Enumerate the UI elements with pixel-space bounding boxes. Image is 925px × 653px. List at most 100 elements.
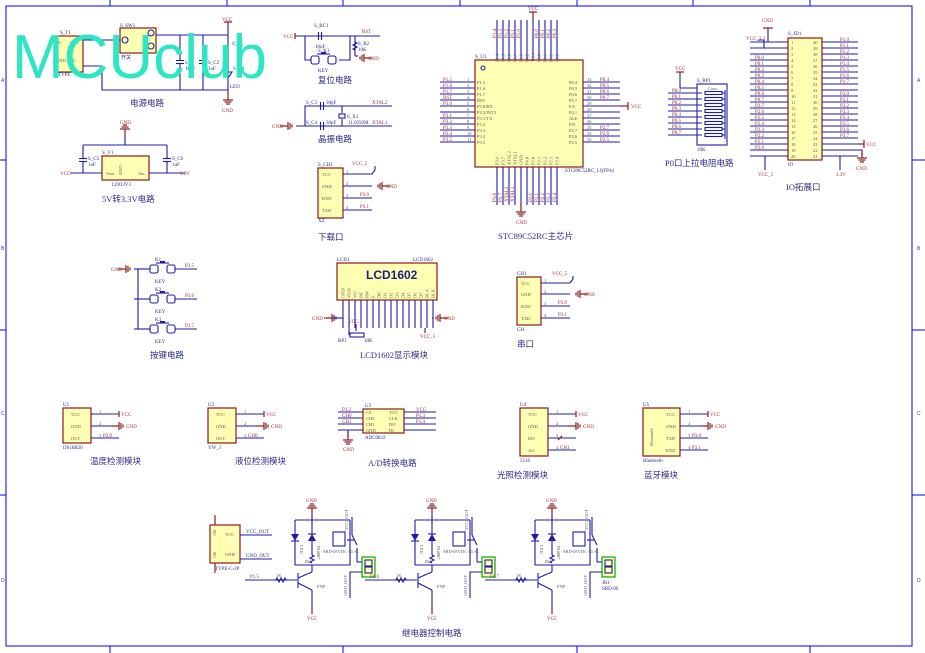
label: VCC: [427, 617, 438, 622]
component-label: 1N4007: [556, 545, 561, 560]
diode-icon: [308, 534, 316, 541]
pin-name: EN: [569, 122, 576, 127]
pin-number: 6: [467, 107, 470, 112]
label: KEY: [318, 69, 329, 74]
reset-key: [310, 55, 320, 65]
pin-name: GND: [528, 424, 538, 429]
net-label-gnd: GND: [222, 109, 233, 114]
pin-name: E: [371, 295, 376, 298]
zone-label: B: [917, 246, 921, 252]
section-title-io: IO拓展口: [786, 182, 820, 192]
net-label: P2.4: [553, 192, 558, 202]
pin-number: 3: [688, 433, 691, 438]
wire: [297, 571, 313, 579]
label: S_RP1: [697, 79, 711, 84]
label: LDO3V3: [112, 183, 131, 188]
pin-number: 18: [791, 142, 796, 147]
wire: [569, 276, 574, 284]
net-label-vcc: VCC: [283, 35, 294, 40]
pin-name: GND: [366, 428, 376, 433]
pin-name: RXD: [322, 196, 332, 201]
label: U3: [365, 404, 372, 409]
zone-label: C: [1, 411, 5, 417]
label: GND: [120, 121, 131, 126]
section-title-download: 下载口: [318, 232, 344, 242]
pin-name: VCC: [389, 410, 398, 415]
label: VCC: [675, 67, 686, 72]
pin-name: CH0: [366, 416, 375, 421]
label: LCD1: [337, 258, 350, 263]
net-label: P2.6: [755, 110, 765, 115]
label: S_C3: [306, 101, 318, 106]
adc0832-chip: [362, 408, 405, 434]
pin-name: P3.0/RX: [477, 104, 493, 109]
pin-number: 23: [587, 137, 592, 142]
pin-number: 28: [813, 112, 818, 117]
label: S_C6: [172, 157, 184, 162]
section-title-module: 温度检测模块: [90, 456, 142, 466]
pin-name: P2.7: [569, 128, 578, 133]
net-label-gnd: GND: [516, 221, 527, 226]
pin-number: 1: [791, 40, 793, 45]
wire: [339, 36, 351, 61]
label: GND: [343, 448, 354, 453]
wire: [304, 36, 311, 61]
section-title-module: 蓝牙模块: [644, 470, 679, 480]
pin-number: 34: [813, 76, 818, 81]
pin-number: 26: [813, 124, 818, 129]
pin-number: 20: [791, 154, 796, 159]
pin-name: TXD: [322, 208, 332, 213]
net-label: P3.2: [342, 408, 352, 413]
net-label: CH1: [342, 420, 352, 425]
label: KEY: [155, 310, 166, 315]
section-title-module: 光照检测模块: [497, 470, 549, 480]
pin-name: NC: [212, 552, 217, 558]
pin-name: P0.4: [569, 80, 578, 85]
section-title-adc: A/D转换电路: [368, 458, 417, 468]
pin-number: 2: [544, 289, 546, 294]
net-label-vcc: VCC: [121, 413, 132, 418]
label: S_D1: [233, 67, 245, 72]
pin-name: VCC: [216, 412, 225, 417]
pin-number: 38: [813, 52, 818, 57]
net-label: CH0: [248, 434, 258, 439]
label: VCC_5: [420, 335, 436, 340]
potentiometer: [349, 332, 365, 338]
label: S_C2: [208, 61, 220, 66]
net-label: P0.6: [672, 125, 682, 130]
net-label: P1.6: [840, 74, 850, 79]
led-icon: [411, 534, 419, 541]
pin-name: RST: [477, 98, 486, 103]
pin-number: 19: [791, 148, 796, 153]
section-title-pullup: P0口上拉电阻电路: [665, 158, 734, 168]
label: Com: [708, 86, 717, 91]
label: S_C4: [306, 121, 318, 126]
terminal-slot: [604, 559, 613, 567]
net-label: P3.0: [443, 102, 453, 107]
relay-part-label: SRD-05VDC-SL-C: [323, 549, 359, 554]
section-title-reset: 复位电路: [318, 75, 353, 85]
pin-number: 16: [791, 130, 796, 135]
label: K1: [155, 258, 162, 263]
pin-number: 9: [791, 88, 794, 93]
wire: [297, 582, 313, 591]
wire: [351, 534, 358, 546]
label: JK1: [602, 581, 611, 586]
net-label: P3.4: [840, 116, 850, 121]
net-label: P2.1: [755, 140, 765, 145]
pin-number: 2: [688, 421, 690, 426]
pin-name: P0.5: [569, 86, 578, 91]
relay-part-label: SRD-05VDC-SL-C: [443, 549, 479, 554]
resistor-network: [696, 83, 728, 146]
pin-name: RXD: [521, 304, 531, 309]
pin-number: 33: [587, 77, 592, 82]
wire: [537, 582, 553, 591]
pin-number: 3: [346, 193, 349, 198]
pin-name: P4.3/INT2: [477, 110, 496, 115]
net-label: P0.6: [600, 90, 610, 95]
pin-name: BLA: [425, 288, 430, 298]
label: GND: [111, 268, 122, 273]
pin-name: NC: [70, 58, 76, 63]
diode-icon: [428, 534, 436, 541]
